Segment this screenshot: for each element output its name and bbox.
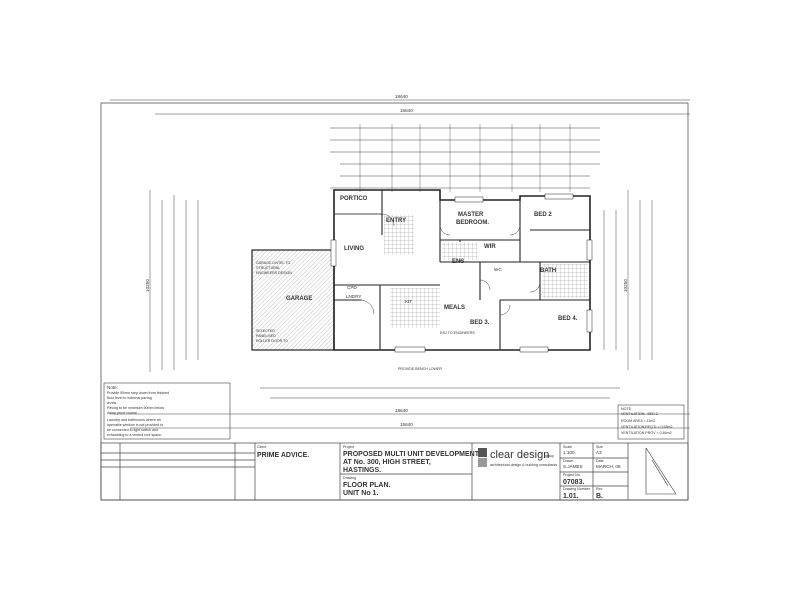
- rev-label: Rev: [596, 487, 603, 491]
- vent-line-4: VENTILATION PROV = 0.84m2: [621, 431, 672, 435]
- firm-suffix: group: [545, 454, 555, 458]
- dim-top-overall: 18640: [395, 94, 408, 99]
- garage-note-4: SELECTED: [256, 329, 275, 333]
- room-kitchen: KIT: [405, 299, 413, 304]
- room-garage: GARAGE: [286, 296, 313, 302]
- note2-line-3: be connected to light switch and: [107, 428, 159, 432]
- room-bed2: BED 2: [534, 212, 552, 218]
- room-laundry: LNDRY: [346, 294, 362, 299]
- room-ens: ENS: [452, 259, 465, 265]
- dim-bottom-sub: 15640: [400, 422, 413, 427]
- garage-note-6: ROLLER DOOR TO: [256, 339, 289, 343]
- client-name: PRIME ADVICE.: [257, 452, 310, 459]
- note2-line-2: openable window is not provided to: [107, 423, 164, 427]
- room-bed4: BED 4.: [558, 316, 578, 322]
- drawn-label: Drawn: [563, 459, 574, 463]
- garage-note-2: STRUCTURAL: [256, 266, 281, 270]
- room-meals: MEALS: [444, 305, 465, 311]
- note-line-2: floor level to external paving: [107, 396, 152, 400]
- dim-bottom-overall: 18640: [395, 408, 408, 413]
- room-wc: WC: [494, 267, 502, 272]
- firm-tagline: architectural design & building consulta…: [490, 463, 558, 467]
- room-bed3: BED 3.: [470, 320, 490, 326]
- vent-line-1: VENTILATION - BED 2: [621, 412, 658, 416]
- garage-note-3: ENGINEERS DESIGN.: [256, 271, 293, 275]
- project-no-label: Project No.: [563, 473, 581, 477]
- drawing-line-2: UNIT No 1.: [343, 490, 379, 497]
- dim-right-overall: 10250: [623, 279, 628, 292]
- notes-box: [103, 382, 231, 440]
- tiled-floors: [384, 215, 588, 328]
- drawing-no-label: Drawing Number: [563, 487, 590, 491]
- date-value: MARCH, 08: [596, 464, 621, 469]
- project-no-value: 07083.: [563, 479, 585, 486]
- note2-line-1: Laundry and bathrooms where an: [107, 418, 161, 422]
- project-line-3: HASTINGS.: [343, 467, 382, 474]
- note-line-3: levels.: [107, 401, 118, 405]
- north-point: [645, 447, 677, 495]
- room-portico: PORTICO: [340, 196, 368, 202]
- sheet-value: A3: [596, 450, 602, 455]
- vent-line-3: VENTILATION REQ'D = 0.55m2: [621, 425, 673, 429]
- sheet-label: Size: [596, 445, 603, 449]
- dim-left-overall: 10250: [145, 279, 150, 292]
- room-bedroom: BEDROOM.: [456, 220, 489, 226]
- windows: [330, 193, 593, 353]
- left-dimensions: [149, 190, 199, 372]
- firm-logo: [478, 448, 487, 467]
- drawing-no-value: 1.01.: [563, 493, 579, 500]
- drawing-label: Drawing: [343, 476, 357, 480]
- room-master: MASTER: [458, 212, 484, 218]
- project-line-1: PROPOSED MULTI UNIT DEVELOPMENT: [343, 451, 479, 458]
- scale-value: 1:100.: [563, 450, 576, 455]
- client-label: Client: [257, 445, 267, 449]
- note-line-1: Provide 50mm step down from finished: [107, 391, 170, 395]
- door-swings: [359, 213, 541, 316]
- title-block-lines: [100, 442, 689, 501]
- room-wir: WIR: [484, 244, 496, 250]
- note2-line-4: exhausting to a vented roof space.: [107, 433, 162, 437]
- room-bath: BATH: [540, 268, 557, 274]
- date-label: Date: [596, 459, 604, 463]
- dim-top-sub: 15640: [400, 108, 413, 113]
- ventilation-box: [617, 404, 685, 440]
- drawn-value: S.JAMES: [563, 464, 583, 469]
- scale-label: Scale: [563, 445, 572, 449]
- right-dimensions: [603, 190, 653, 370]
- room-living: LIVING: [344, 246, 365, 252]
- vent-line-2: ROOM AREA = 11m2: [621, 419, 656, 423]
- room-entry: ENTRY: [386, 218, 407, 224]
- project-line-2: AT No. 300, HIGH STREET,: [343, 459, 431, 466]
- note-title: Note:: [107, 385, 118, 390]
- project-label: Project: [343, 445, 355, 449]
- rsj-note: RSJ TO ENGINEERS: [440, 331, 475, 335]
- room-cpd: CPD: [347, 285, 357, 290]
- rev-value: B.: [596, 493, 603, 500]
- note-line-5: damp proof course.: [107, 411, 138, 415]
- firm-name: clear design: [490, 449, 550, 461]
- provide-note: PROVIDE BENCH LOWER: [398, 367, 442, 371]
- garage-note-1: GARAGE LINTEL TO: [256, 261, 291, 265]
- garage-note-5: PANELISED: [256, 334, 276, 338]
- drawing-line-1: FLOOR PLAN.: [343, 482, 391, 489]
- bottom-dimensions: [110, 387, 690, 429]
- note-line-4: Paving to be minimum 50mm below: [107, 406, 164, 410]
- top-dimensions: [110, 99, 690, 192]
- vent-title: NOTE: [621, 407, 631, 411]
